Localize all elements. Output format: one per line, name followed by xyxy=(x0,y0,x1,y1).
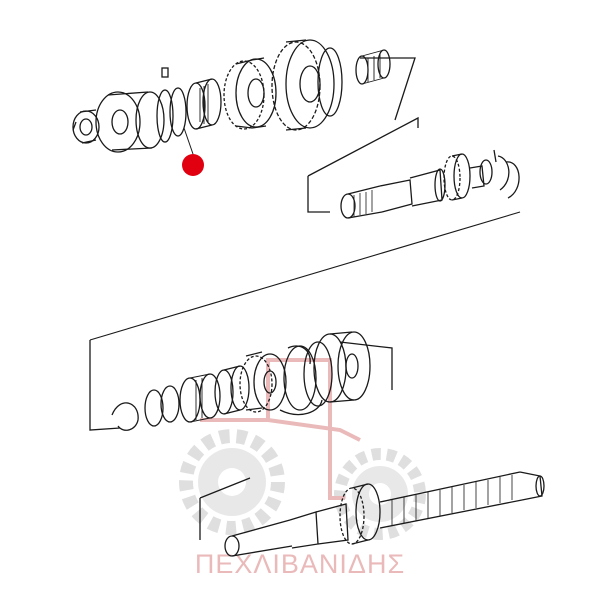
upper-gear-assembly xyxy=(72,39,416,153)
lower-ring-1 xyxy=(144,389,164,427)
connector-line xyxy=(89,211,521,341)
watermark-gear-left-icon xyxy=(179,429,285,535)
lower-retainer xyxy=(279,399,323,416)
countershaft-circlip xyxy=(493,149,510,191)
countershaft-washer xyxy=(479,159,493,185)
countershaft-assembly xyxy=(307,116,520,219)
lower-bearing xyxy=(179,373,221,423)
lower-circlip xyxy=(111,402,139,431)
upper-gear-2 xyxy=(271,39,335,131)
bearing-sleeve xyxy=(186,78,222,130)
countershaft-bracket xyxy=(307,116,419,213)
lower-bearing-cup xyxy=(283,341,333,411)
countershaft-collar xyxy=(469,165,485,189)
watermark-tractor-frame xyxy=(200,358,361,500)
main-shaft-gear xyxy=(339,483,381,545)
lower-bracket-lines xyxy=(89,340,393,431)
bearing-hub xyxy=(95,91,165,153)
lower-housing xyxy=(313,331,371,403)
upper-gear-hub xyxy=(317,47,343,117)
main-shaft xyxy=(199,471,545,557)
marker-leader-line xyxy=(183,127,194,155)
countershaft-body xyxy=(379,168,446,213)
highlight-marker xyxy=(182,154,204,176)
lower-ring-2 xyxy=(160,385,180,423)
watermark-text: ΠΕΧΛΙΒΑΝΙΔΗΣ xyxy=(195,549,405,579)
castle-nut xyxy=(72,109,100,144)
main-shaft-front-end xyxy=(224,519,293,557)
watermark-logo: ΠΕΧΛΙΒΑΝΙΔΗΣ xyxy=(179,358,426,579)
main-shaft-bracket xyxy=(199,477,251,540)
snap-ring-1 xyxy=(156,89,174,143)
snap-ring-2 xyxy=(169,87,187,137)
lower-sleeve xyxy=(214,365,250,415)
main-shaft-body xyxy=(289,503,349,549)
needle-bearing-upper xyxy=(355,49,391,85)
countershaft-spline-end xyxy=(340,185,383,219)
key-pin xyxy=(161,67,169,78)
upper-gear-1 xyxy=(223,57,277,130)
lower-gear xyxy=(239,351,287,413)
countershaft-ring xyxy=(505,161,520,199)
main-shaft-splines xyxy=(379,471,523,529)
lower-gear-assembly xyxy=(89,331,393,431)
main-shaft-rear-end xyxy=(519,471,545,501)
countershaft-gear xyxy=(443,153,471,201)
